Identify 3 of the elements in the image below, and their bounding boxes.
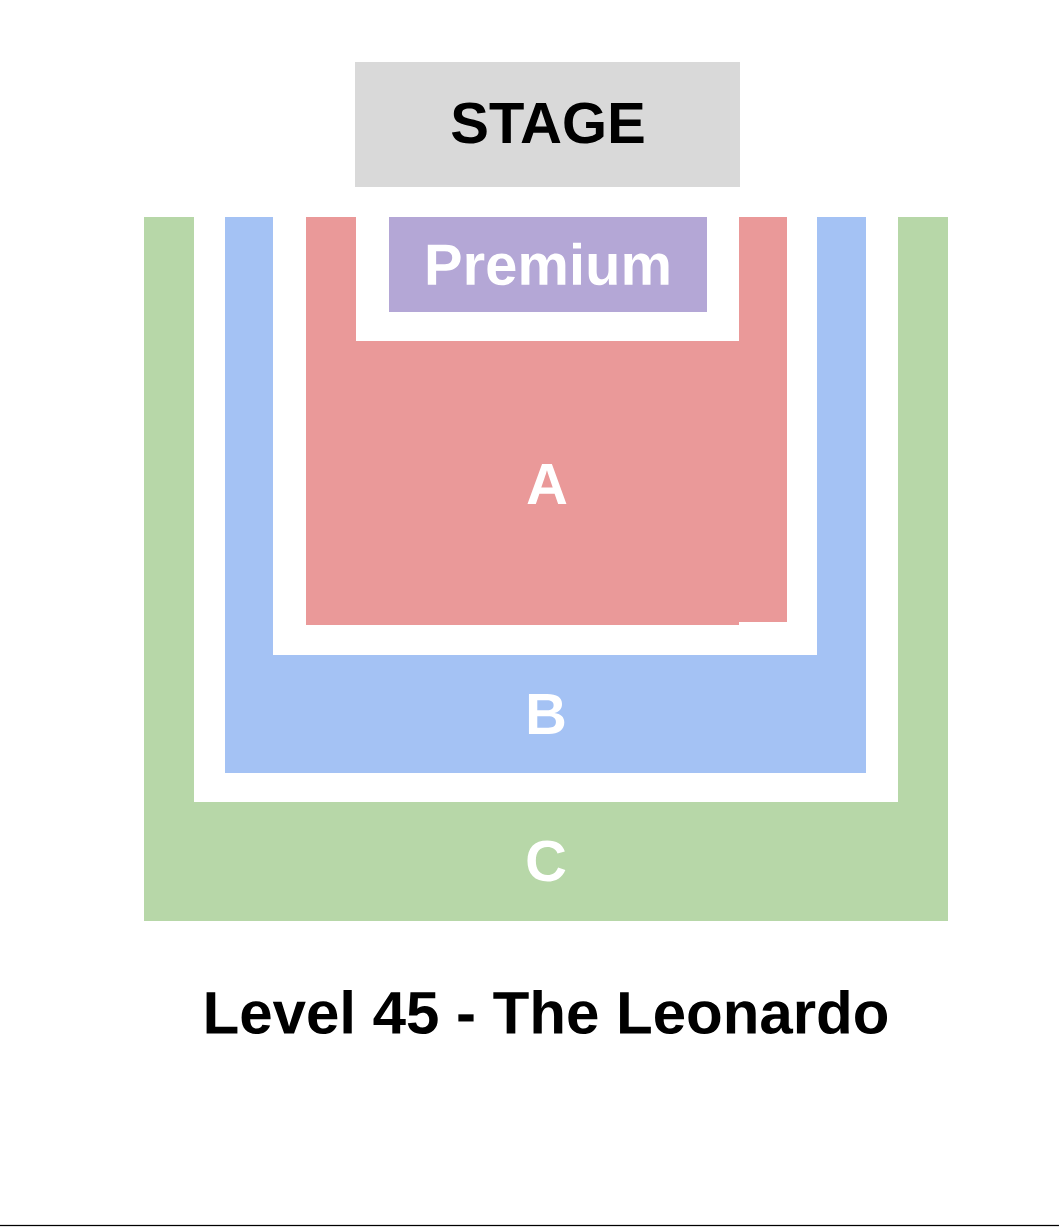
title: Level 45 - The Leonardo (206, 990, 888, 1035)
seating-section: Premium (389, 217, 707, 312)
stage-block: STAGE (355, 62, 740, 187)
